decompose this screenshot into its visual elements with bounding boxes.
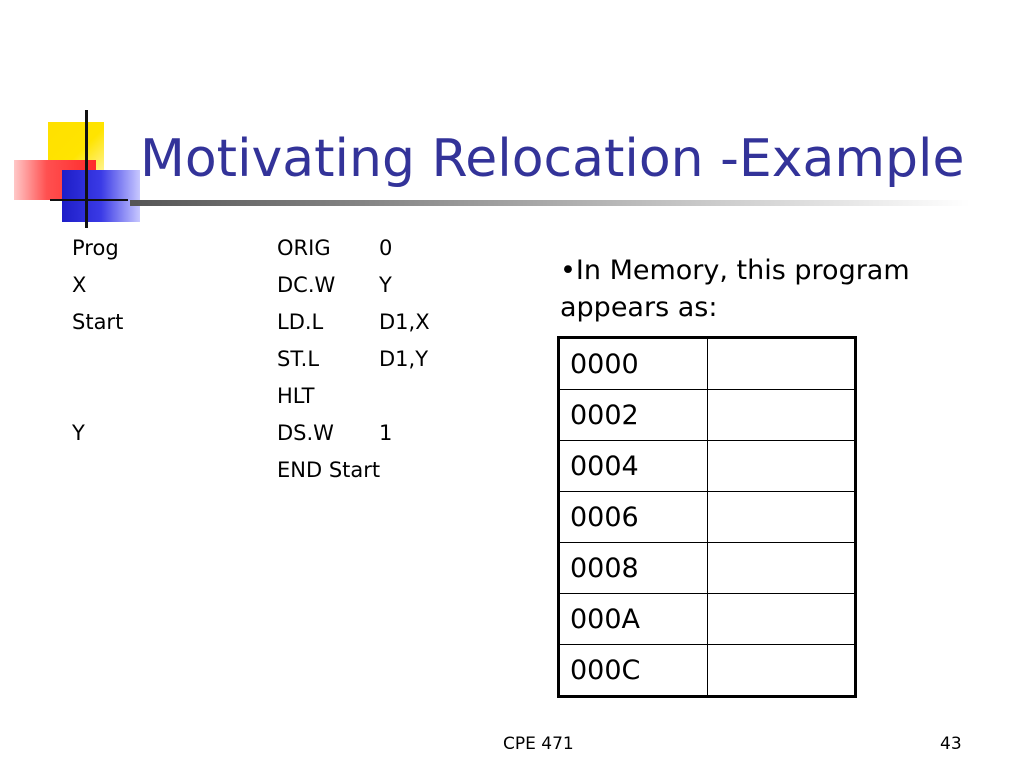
bullet-line: •In Memory, this program — [560, 255, 910, 286]
title-underline — [130, 200, 970, 206]
logo-blue-square — [62, 170, 140, 222]
slide-title: Motivating Relocation -Example — [140, 129, 965, 189]
memory-bullet-text: •In Memory, this program appears as: — [560, 252, 960, 326]
memory-value — [707, 491, 856, 543]
memory-row: 000C — [558, 644, 856, 697]
memory-address: 0008 — [558, 542, 708, 594]
memory-row: 0002 — [558, 389, 856, 441]
logo-vertical-line — [85, 110, 88, 228]
listing-opcode: HLT — [277, 384, 315, 408]
listing-operand: 1 — [379, 421, 393, 445]
memory-row: 000A — [558, 593, 856, 645]
memory-row: 0008 — [558, 542, 856, 594]
listing-opcode: ORIG — [277, 236, 331, 260]
memory-value — [707, 644, 856, 697]
listing-label: Start — [72, 310, 124, 334]
listing-operand: D1,X — [379, 310, 430, 334]
listing-opcode: LD.L — [277, 310, 324, 334]
memory-address: 000A — [558, 593, 708, 645]
listing-opcode: ST.L — [277, 347, 320, 371]
memory-value — [707, 389, 856, 441]
listing-operand: D1,Y — [379, 347, 429, 371]
memory-value — [707, 337, 856, 390]
listing-operand: Y — [379, 273, 392, 297]
memory-table: 0000 0002 0004 0006 0008 000A 000C — [557, 336, 857, 698]
memory-address: 0002 — [558, 389, 708, 441]
listing-label: X — [72, 273, 87, 297]
memory-value — [707, 593, 856, 645]
memory-address: 0000 — [558, 337, 708, 390]
memory-value — [707, 542, 856, 594]
listing-opcode: DC.W — [277, 273, 336, 297]
memory-row: 0000 — [558, 337, 856, 390]
memory-address: 0006 — [558, 491, 708, 543]
bullet-line: appears as: — [560, 292, 718, 323]
memory-address: 0004 — [558, 440, 708, 492]
listing-label: Y — [72, 421, 85, 445]
memory-row: 0006 — [558, 491, 856, 543]
memory-address: 000C — [558, 644, 708, 697]
memory-value — [707, 440, 856, 492]
logo-horizontal-line — [50, 199, 128, 201]
listing-opcode: DS.W — [277, 421, 334, 445]
listing-opcode: END Start — [277, 458, 381, 482]
footer-course: CPE 471 — [503, 734, 574, 754]
listing-operand: 0 — [379, 236, 393, 260]
footer-page-number: 43 — [940, 734, 962, 754]
listing-label: Prog — [72, 236, 119, 260]
memory-row: 0004 — [558, 440, 856, 492]
